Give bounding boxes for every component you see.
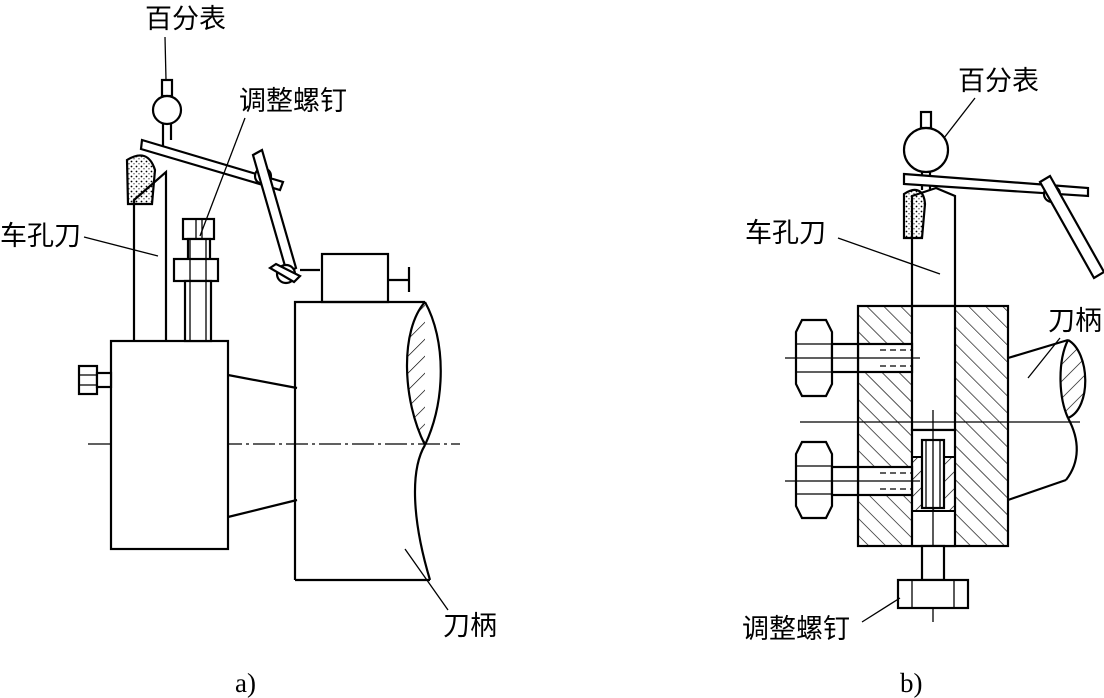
dial-gauge-a	[151, 78, 183, 152]
clamp-a	[320, 252, 411, 304]
leader-shank-b	[1027, 337, 1061, 379]
set-screw-a	[77, 364, 113, 396]
boring-tool-a	[125, 154, 168, 341]
label-tool-shank-a: 刀柄	[443, 611, 497, 641]
label-boring-tool-b: 车孔刀	[745, 218, 826, 248]
leader-shank-a	[404, 548, 449, 611]
label-boring-tool-a: 车孔刀	[0, 221, 81, 251]
leader-dial-b	[943, 97, 976, 139]
leader-tool-b	[837, 237, 941, 275]
dial-gauge-b	[902, 110, 1104, 280]
set-screws-b	[785, 318, 920, 520]
adjust-screw-a	[172, 217, 220, 343]
leader-dial-a	[164, 36, 167, 81]
figure-a	[77, 78, 460, 582]
tool-shank-b	[1007, 338, 1087, 502]
boring-tool-b	[902, 186, 957, 306]
figure-b	[785, 110, 1104, 622]
label-dial-gauge-b: 百分表	[958, 66, 1039, 96]
label-adjust-screw-b: 调整螺钉	[742, 614, 850, 644]
labels-a: 百分表 调整螺钉 车孔刀 刀柄 a)	[0, 4, 497, 698]
leader-screw-a	[199, 117, 246, 237]
adjust-screw-b	[896, 544, 970, 610]
leader-tool-a	[83, 236, 159, 257]
label-adjust-screw-a: 调整螺钉	[239, 86, 347, 116]
holder-block-a	[109, 339, 230, 551]
tool-shank-taper	[227, 373, 298, 519]
label-tool-shank-b: 刀柄	[1048, 306, 1102, 336]
caption-b: b)	[900, 668, 923, 698]
leader-screw-b	[861, 597, 901, 623]
lever-arm-a	[139, 138, 320, 285]
label-dial-gauge-a: 百分表	[145, 4, 226, 34]
labels-b: 百分表 车孔刀 刀柄 调整螺钉 b)	[742, 66, 1102, 698]
tool-shank-a	[293, 300, 442, 582]
caption-a: a)	[235, 668, 256, 698]
